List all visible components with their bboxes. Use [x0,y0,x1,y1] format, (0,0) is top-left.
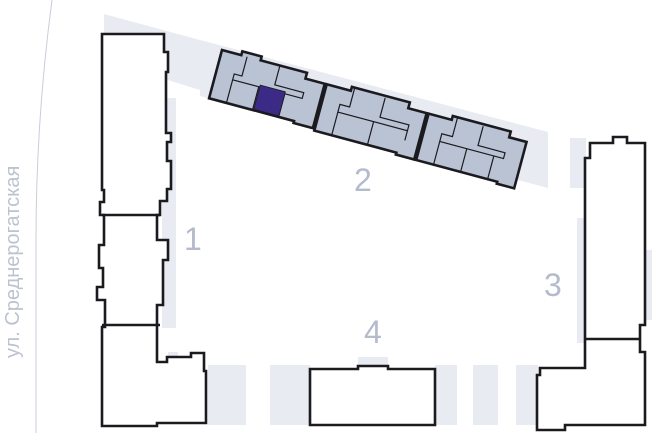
street-label: ул. Среднерогатская [2,166,24,358]
building-3-number: 3 [544,267,562,303]
building-4[interactable] [308,364,437,427]
building-2[interactable] [207,46,530,190]
building-3[interactable] [535,135,647,432]
street-edge-line [35,0,53,433]
building-1[interactable] [95,32,208,428]
selected-unit[interactable] [253,84,286,117]
building-2-section-b[interactable] [312,80,429,162]
building-4-number: 4 [364,314,382,350]
building-2-number: 2 [354,162,372,198]
building-1-number: 1 [184,221,202,257]
building-2-section-c[interactable] [414,110,529,190]
